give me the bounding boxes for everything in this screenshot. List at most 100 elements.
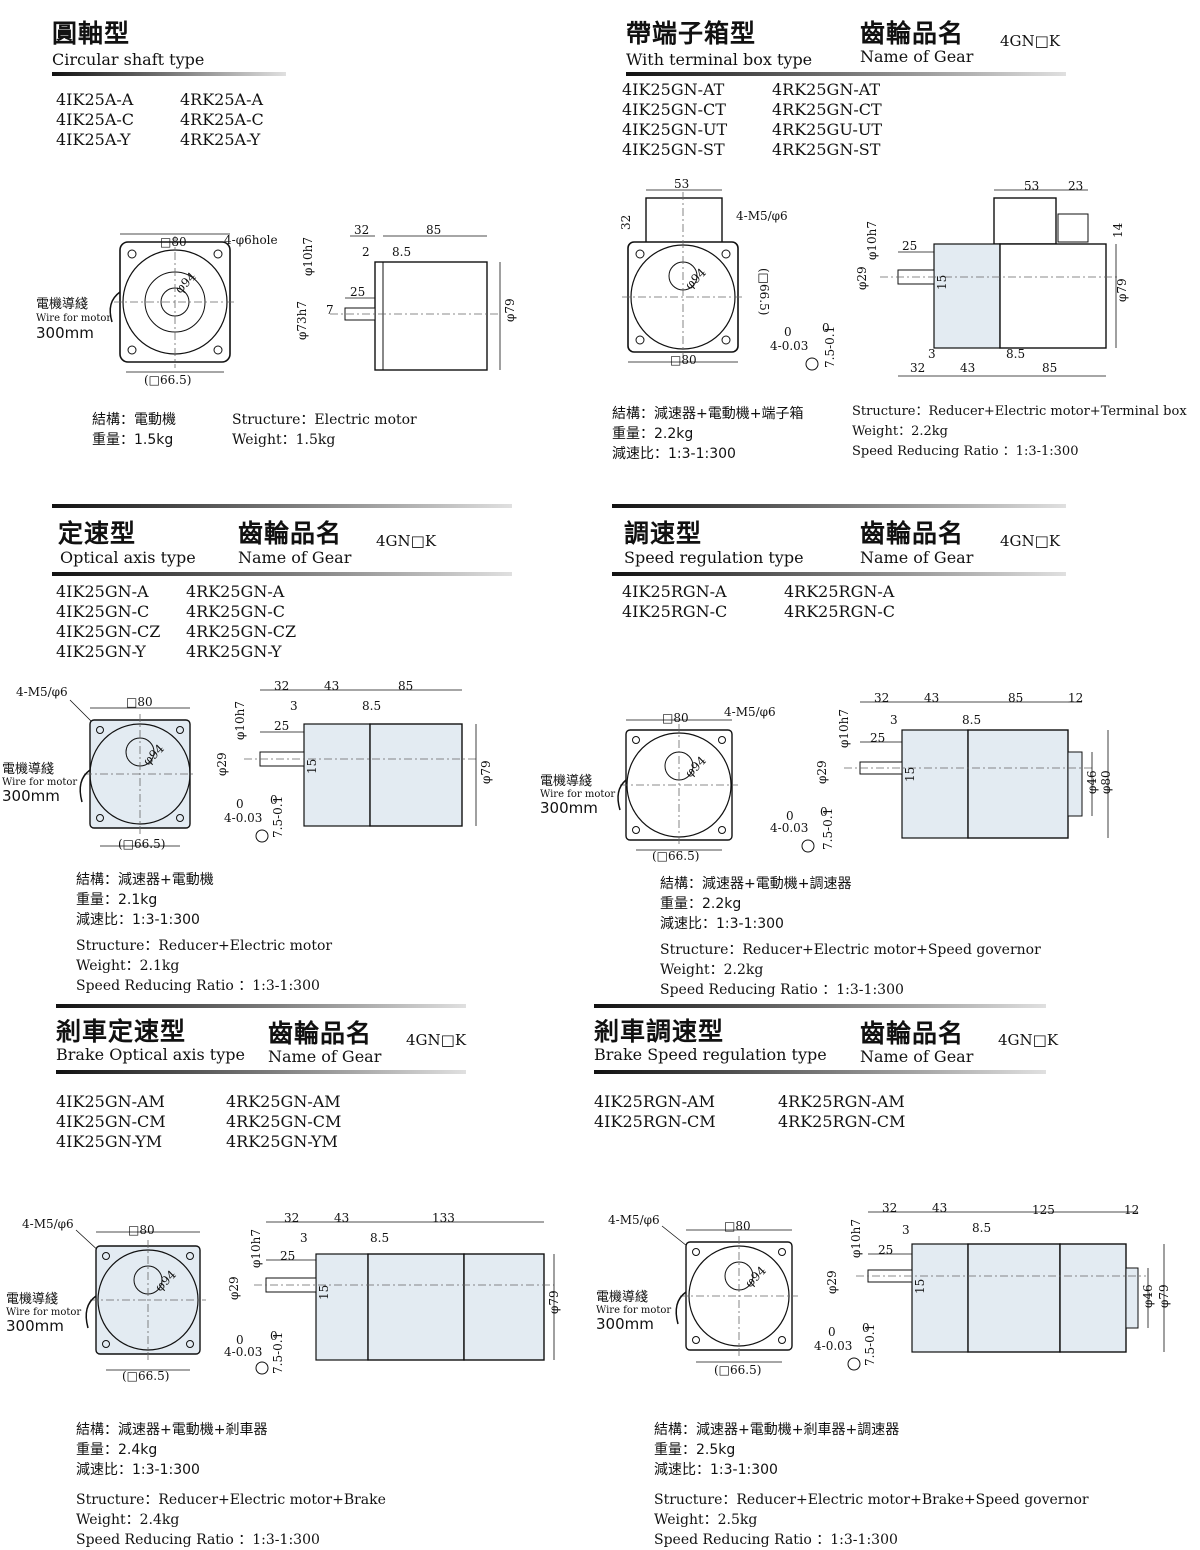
dim-3: 3	[928, 347, 936, 361]
dim-85: 85	[1042, 361, 1057, 375]
hole-label: 4-M5/φ6	[736, 209, 788, 223]
dim-25: 25	[280, 1249, 295, 1263]
model-name: 4IK25GN-CT	[622, 100, 726, 119]
hole-label: 4-M5/φ6	[16, 685, 68, 699]
spec-line: Speed Reducing Ratio ：1:3-1:300	[660, 982, 904, 998]
wire-label-zh: 電機導綫	[36, 297, 89, 312]
gear-name-en: Name of Gear	[268, 1047, 382, 1066]
model-name: 4RK25GN-AM	[226, 1092, 341, 1111]
models-right: 4RK25GN-AM 4RK25GN-CM 4RK25GN-YM	[226, 1092, 341, 1152]
section-title-zh: 剎車定速型	[56, 1017, 187, 1046]
gear-name-zh: 齒輪品名	[860, 519, 965, 548]
model-name: 4IK25RGN-C	[622, 602, 728, 621]
gear-name-en: Name of Gear	[860, 1047, 974, 1066]
phi80-label: φ80	[1099, 770, 1113, 794]
models-right: 4RK25GN-A 4RK25GN-C 4RK25GN-CZ 4RK25GN-Y	[186, 582, 296, 662]
wire-label: 電機導綫 Wire for motor 300mm	[36, 297, 111, 341]
dim-32: 32	[874, 691, 889, 705]
model-name: 4IK25RGN-A	[622, 582, 727, 601]
tol-a0: 0	[786, 809, 794, 823]
spec-line: Weight：2.2kg	[852, 424, 948, 439]
section-title-zh: 帶端子箱型	[626, 19, 757, 48]
wire-label-en: Wire for motor	[596, 1305, 672, 1316]
dim-25: 25	[878, 1243, 893, 1257]
terminal-box	[645, 197, 723, 247]
spec-line: 重量：2.2kg	[612, 426, 694, 442]
tol-b: 7.5-0.1	[271, 1332, 285, 1374]
wire-length: 300mm	[540, 799, 598, 817]
spec-line: 結構：電動機	[92, 412, 176, 428]
spec-zh: 結構：電動機 重量：1.5kg	[92, 410, 176, 450]
tol-b0: 0	[820, 805, 828, 819]
section-rule	[52, 72, 286, 76]
hole-label: 4-φ6hole	[224, 233, 278, 247]
side-view-drawing: 32 43 133 3 8.5 25 φ10h7 φ29 15 φ79 0 4-…	[224, 1211, 561, 1375]
wire-label: 電機導綫 Wire for motor 300mm	[6, 1292, 81, 1334]
dim-8-5: 8.5	[962, 713, 981, 727]
section-title-zh: 圓軸型	[52, 19, 131, 48]
spec-line: 減速比：1:3-1:300	[660, 916, 784, 932]
tol-a: 4-0.03	[770, 339, 808, 353]
spec-line: Weight：2.1kg	[76, 958, 180, 974]
model-name: 4RK25GN-A	[186, 582, 285, 601]
spec-line: Structure：Reducer+Electric motor+Termina…	[852, 404, 1187, 419]
model-name: 4RK25GN-AT	[772, 80, 881, 99]
spec-zh: 結構：減速器+電動機+剎車器 重量：2.4kg 減速比：1:3-1:300	[76, 1420, 267, 1480]
dim-32: 32	[274, 679, 289, 693]
phi46-label: φ46	[1141, 1284, 1155, 1308]
spec-line: 重量：2.2kg	[660, 896, 742, 912]
dim-32: 32	[619, 215, 633, 230]
spec-line: 重量：2.5kg	[654, 1442, 736, 1458]
section-rule-top	[612, 504, 1066, 508]
model-name: 4IK25GN-ST	[622, 140, 725, 159]
phi29-label: φ29	[227, 1276, 241, 1300]
sq80-label: □80	[128, 1223, 155, 1237]
model-name: 4RK25GN-CZ	[186, 622, 297, 641]
models-left: 4IK25RGN-A 4IK25RGN-C	[622, 582, 727, 622]
phi79-label: φ79	[1157, 1284, 1171, 1308]
front-view-drawing: 4-M5/φ6 □80 φ94 (□66.5)	[608, 1213, 798, 1377]
sq80-label: □80	[670, 353, 697, 367]
spec-line: Structure：Electric motor	[232, 412, 417, 428]
side-view-drawing: 32 85 2 8.5 25 7 φ10h7 φ73h7 φ79	[295, 223, 517, 371]
model-name: 4RK25GU-UT	[772, 120, 883, 139]
section-title-en: Circular shaft type	[52, 50, 205, 69]
spec-line: Speed Reducing Ratio ：1:3-1:300	[76, 978, 320, 994]
models-left: 4IK25RGN-AM 4IK25RGN-CM	[594, 1092, 716, 1132]
front-view-drawing: 4-M5/φ6 □80 φ94 (□66.5)	[22, 1217, 206, 1383]
sq665-label: (□66.5)	[652, 849, 699, 863]
hole-label: 4-M5/φ6	[724, 705, 776, 719]
model-name: 4IK25GN-CZ	[56, 622, 161, 641]
wire-label-zh: 電機導綫	[540, 774, 593, 789]
gear-name-zh: 齒輪品名	[860, 1019, 965, 1048]
tol-b0: 0	[270, 1329, 278, 1343]
models-left: 4IK25GN-AT 4IK25GN-CT 4IK25GN-UT 4IK25GN…	[622, 80, 727, 160]
sq665-label: (□66.5)	[714, 1363, 761, 1377]
section-rule	[52, 572, 512, 576]
spec-line: Weight：2.4kg	[76, 1512, 180, 1528]
tol-a0: 0	[784, 325, 792, 339]
dim-15: 15	[317, 1285, 331, 1300]
model-name: 4RK25RGN-C	[784, 602, 896, 621]
model-name: 4IK25A-Y	[56, 130, 131, 149]
dim-85: 85	[1008, 691, 1023, 705]
model-name: 4RK25A-C	[180, 110, 264, 129]
hole-label: 4-M5/φ6	[22, 1217, 74, 1231]
tol-b: 7.5-0.1	[863, 1324, 877, 1366]
section-title-en: Optical axis type	[60, 548, 196, 567]
phi10h7-label: φ10h7	[865, 221, 879, 260]
dim-8-5: 8.5	[972, 1221, 991, 1235]
tol-a: 4-0.03	[770, 821, 808, 835]
wire-label-zh: 電機導綫	[2, 762, 55, 777]
dim-43: 43	[924, 691, 939, 705]
dim-15: 15	[903, 767, 917, 782]
dim-23: 23	[1068, 179, 1083, 193]
model-name: 4IK25GN-AM	[56, 1092, 165, 1111]
dim-32: 32	[910, 361, 925, 375]
model-name: 4RK25RGN-A	[784, 582, 895, 601]
models-left: 4IK25A-A 4IK25A-C 4IK25A-Y	[56, 90, 134, 150]
models-right: 4RK25RGN-A 4RK25RGN-C	[784, 582, 895, 622]
section-rule	[56, 1070, 466, 1074]
dim-3: 3	[290, 699, 298, 713]
wire-label-zh: 電機導綫	[596, 1290, 649, 1305]
